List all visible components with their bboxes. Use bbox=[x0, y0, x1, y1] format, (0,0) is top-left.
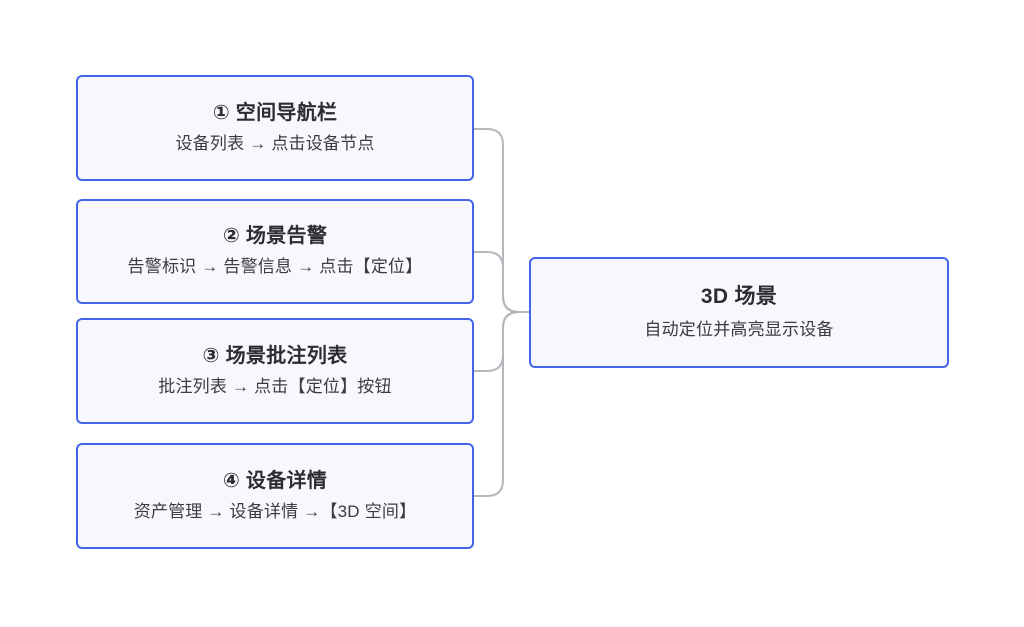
flow-node-subtitle: 告警标识 → 告警信息 → 点击【定位】 bbox=[127, 257, 423, 277]
flow-node-subtitle: 自动定位并高亮显示设备 bbox=[644, 319, 834, 339]
flow-node-title: ③ 场景批注列表 bbox=[202, 344, 348, 367]
flow-node-subtitle: 资产管理 → 设备详情 →【3D 空间】 bbox=[133, 501, 417, 521]
connector-node-4 bbox=[473, 311, 530, 497]
flow-node-title: ② 场景告警 bbox=[222, 225, 328, 248]
connector-node-2 bbox=[473, 251, 530, 313]
flow-node-subtitle: 设备列表 → 点击设备节点 bbox=[175, 133, 375, 153]
flow-node-subtitle: 批注列表 → 点击【定位】按钮 bbox=[158, 376, 392, 396]
flow-node-3d-scene[interactable]: 3D 场景 自动定位并高亮显示设备 bbox=[529, 257, 949, 368]
flow-node-title: 3D 场景 bbox=[700, 285, 778, 309]
flow-node-scene-alarm[interactable]: ② 场景告警 告警标识 → 告警信息 → 点击【定位】 bbox=[76, 199, 474, 304]
flow-node-title: ④ 设备详情 bbox=[222, 469, 328, 492]
connector-node-1 bbox=[473, 128, 530, 313]
flow-node-title: ① 空间导航栏 bbox=[212, 101, 338, 124]
flow-node-device-detail[interactable]: ④ 设备详情 资产管理 → 设备详情 →【3D 空间】 bbox=[76, 443, 474, 549]
flow-node-space-navigation[interactable]: ① 空间导航栏 设备列表 → 点击设备节点 bbox=[76, 75, 474, 181]
connector-node-3 bbox=[473, 311, 530, 372]
flow-node-scene-annotation-list[interactable]: ③ 场景批注列表 批注列表 → 点击【定位】按钮 bbox=[76, 318, 474, 424]
